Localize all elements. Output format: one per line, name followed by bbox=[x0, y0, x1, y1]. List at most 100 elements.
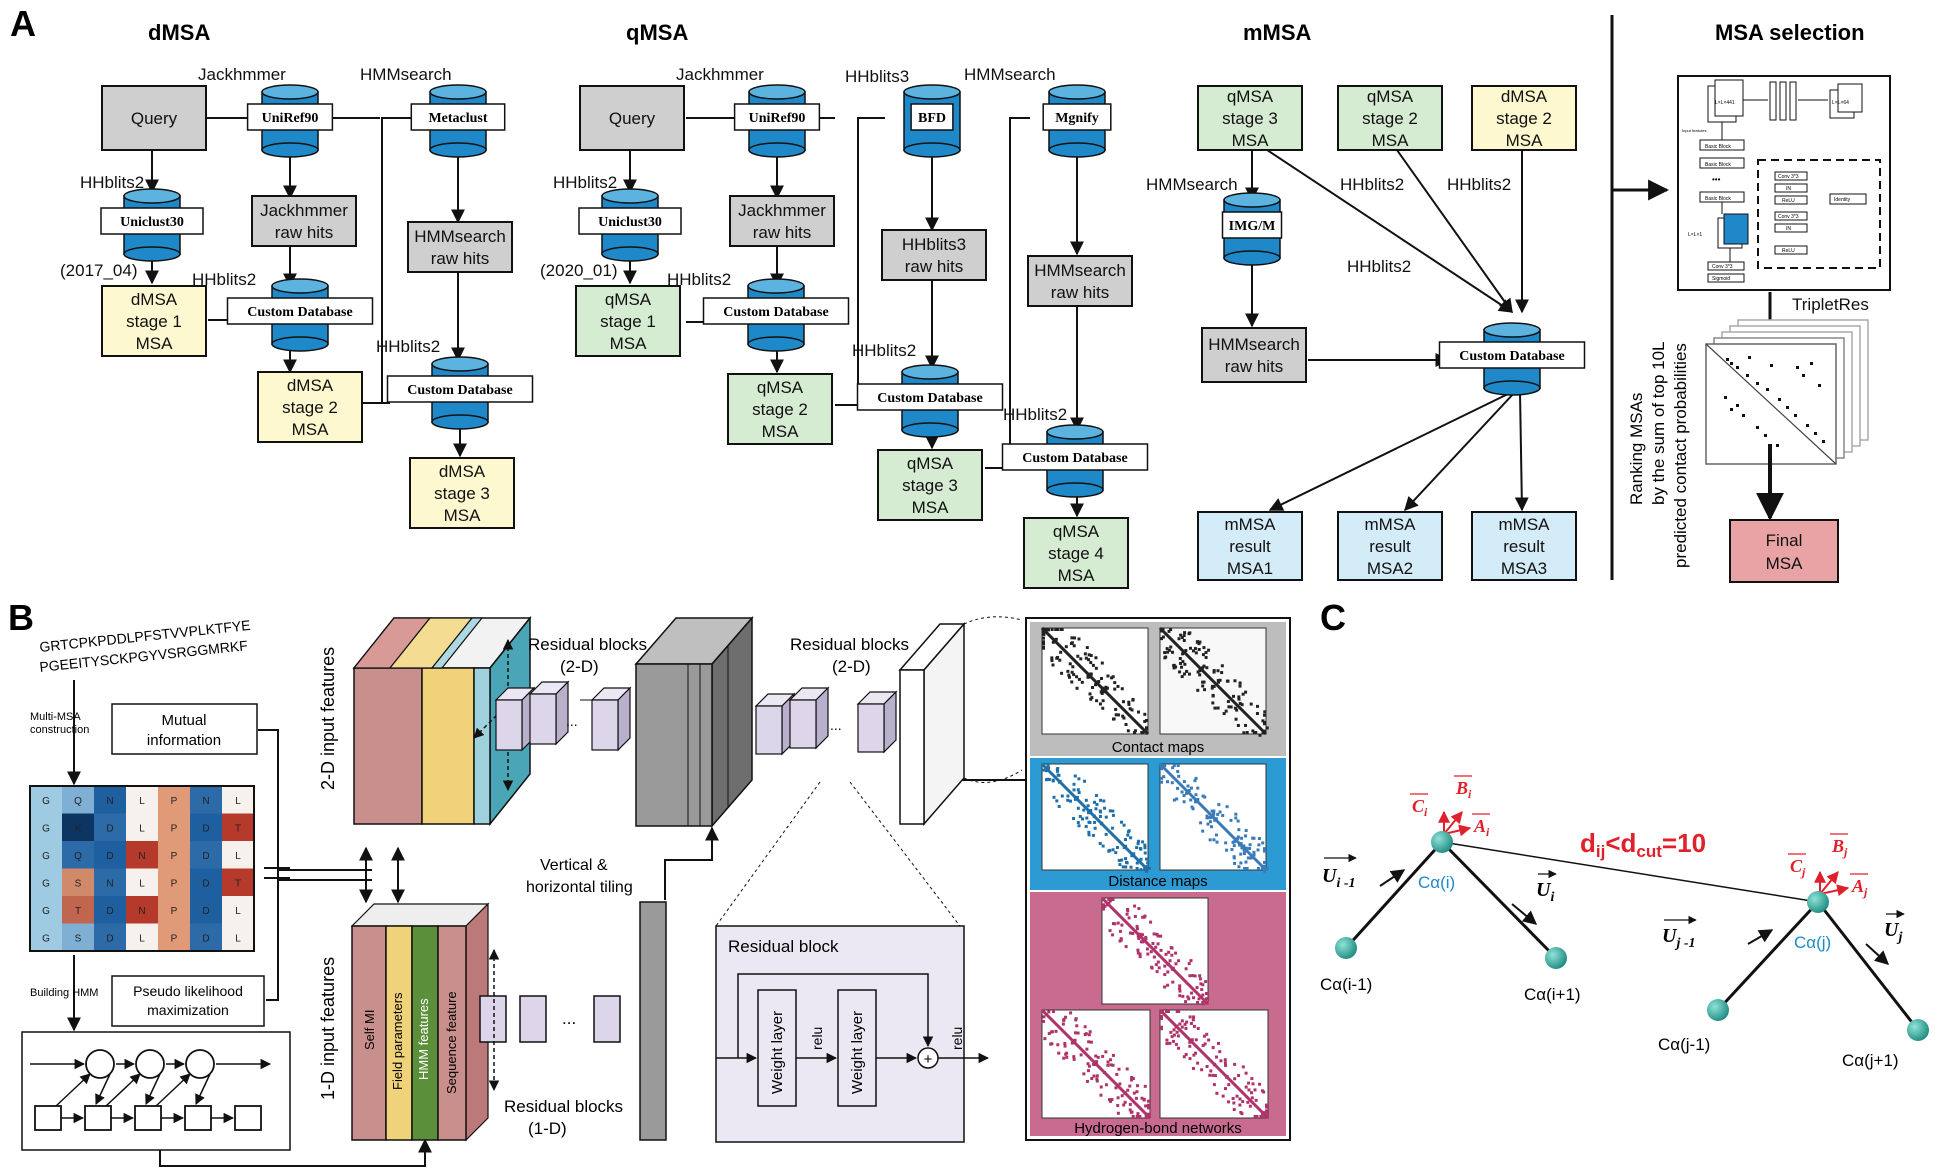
local-frame-vectors bbox=[1438, 810, 1850, 897]
mutual-info-box bbox=[111, 703, 258, 755]
query-label: Query bbox=[131, 109, 178, 128]
net-dots: ••• bbox=[1712, 175, 1721, 184]
residual-cube bbox=[528, 680, 570, 746]
feat-field-params: Field parameters bbox=[390, 992, 405, 1090]
resblock-relu-2: relu bbox=[949, 1027, 965, 1050]
resblock-title: Residual block bbox=[728, 937, 839, 956]
dmsa-stage1-line: MSA bbox=[136, 334, 174, 353]
hhblits2-label: HHblits2 bbox=[852, 341, 916, 360]
msa-cell-letter: L bbox=[139, 796, 145, 807]
contact-dot bbox=[1806, 424, 1809, 427]
ranking-label-2: by the sum of top 10L bbox=[1649, 342, 1668, 506]
msa-cell bbox=[222, 896, 254, 924]
hmm-match-state bbox=[184, 1105, 212, 1131]
msa-cell bbox=[94, 786, 126, 814]
distance-line bbox=[1441, 841, 1819, 903]
qmsa-stage3-line: MSA bbox=[912, 498, 950, 517]
hhblits2-label: HHblits2 bbox=[553, 173, 617, 192]
b-i-label: Bi bbox=[1455, 778, 1472, 801]
msa-cell-letter: D bbox=[202, 933, 209, 944]
msa-cell-letter: G bbox=[42, 933, 50, 944]
msa-cell bbox=[222, 786, 254, 814]
contact-dot bbox=[1736, 404, 1739, 407]
net-conv-label: Conv 3*3 bbox=[1778, 174, 1799, 180]
version-d-label: (2017_04) bbox=[60, 261, 138, 280]
msa-cell bbox=[30, 841, 62, 869]
qmsa-stage1-line: MSA bbox=[610, 334, 648, 353]
hmm-diagram bbox=[21, 1031, 291, 1151]
cj-plus-1-label: Cα(j+1) bbox=[1842, 1051, 1899, 1070]
qmsa-stage2-line: stage 2 bbox=[752, 400, 808, 419]
hmmsearch-raw-hits-line: HMMsearch bbox=[1034, 261, 1126, 280]
u-i: Ui bbox=[1536, 879, 1554, 905]
msa-cell bbox=[94, 841, 126, 869]
contact-dot bbox=[1766, 388, 1769, 391]
net-basic-block-label: Basic Block bbox=[1705, 196, 1731, 202]
contact-dot bbox=[1756, 382, 1759, 385]
msa-cell-letter: Q bbox=[74, 851, 82, 862]
msa-cell-letter: L bbox=[235, 851, 241, 862]
net-dashed-block bbox=[1757, 159, 1881, 269]
net-conv-label: Conv 3*3 bbox=[1712, 264, 1733, 270]
msa-cell bbox=[190, 868, 222, 896]
a-j-label: Aj bbox=[1851, 876, 1868, 899]
backbone-lines bbox=[1344, 840, 1920, 1031]
msa-cell-letter: Q bbox=[74, 796, 82, 807]
net-block bbox=[1769, 81, 1777, 121]
map-thumbnail bbox=[1158, 1008, 1270, 1120]
feat-hmm: HMM features bbox=[416, 998, 431, 1080]
tiled-feature-block bbox=[634, 615, 754, 829]
msa-cell bbox=[126, 786, 158, 814]
panel-c-label: C bbox=[1320, 597, 1346, 638]
mmsa-result3-line: result bbox=[1503, 537, 1545, 556]
c-j-label: Cj bbox=[1790, 856, 1806, 879]
map-thumbnail bbox=[1100, 896, 1210, 1006]
qmsa-stage3-input-line: qMSA bbox=[1227, 87, 1274, 106]
net-dims-2: L×L×64 bbox=[1832, 100, 1849, 106]
atom-ci bbox=[1431, 831, 1453, 853]
msa-cell-letter: T bbox=[235, 823, 241, 834]
uniclust30-db: Uniclust30 bbox=[100, 188, 204, 262]
multi-msa-line2: construction bbox=[30, 724, 89, 736]
ranking-label-3: predicted contact probabilities bbox=[1671, 343, 1690, 568]
atom-cj bbox=[1807, 891, 1829, 913]
ranking-label-1: Ranking MSAs bbox=[1627, 393, 1646, 505]
hmmsearch-raw-hits-line: HMMsearch bbox=[1208, 335, 1300, 354]
qmsa-stage2-line: MSA bbox=[762, 422, 800, 441]
msa-cell bbox=[222, 923, 254, 951]
dmsa-stage2-input-line: dMSA bbox=[1501, 87, 1548, 106]
msa-cell bbox=[62, 841, 94, 869]
c-i-label: Ci bbox=[1412, 796, 1428, 819]
custom-db-label: Custom Database bbox=[877, 391, 982, 406]
net-relu-label: ReLU bbox=[1782, 248, 1795, 254]
dmsa-stage3-line: dMSA bbox=[439, 462, 486, 481]
hhblits3-label: HHblits3 bbox=[845, 67, 909, 86]
msa-cell-letter: P bbox=[171, 906, 178, 917]
qmsa-stage3-line: qMSA bbox=[907, 454, 954, 473]
msa-cell bbox=[126, 813, 158, 841]
a-i-label: Ai bbox=[1473, 816, 1490, 839]
msa-cell-letter: L bbox=[139, 878, 145, 889]
msa-cell-letter: S bbox=[75, 878, 82, 889]
jackhmmer-label: Jackhmmer bbox=[198, 65, 286, 84]
final-msa-line2: MSA bbox=[1766, 554, 1804, 573]
residual-cube bbox=[494, 686, 536, 752]
hmmsearch-label: HMMsearch bbox=[360, 65, 452, 84]
hmmsearch-raw-hits-line: raw hits bbox=[1225, 357, 1284, 376]
input-2d-label: 2-D input features bbox=[318, 647, 338, 790]
query-box bbox=[101, 85, 207, 151]
hhblits3-raw-hits-line: HHblits3 bbox=[902, 235, 966, 254]
backbone-arrows bbox=[1379, 869, 1890, 965]
hmmsearch-raw-hits-line: HMMsearch bbox=[414, 227, 506, 246]
atom-spheres bbox=[1335, 831, 1929, 1041]
atom-ci-plus-1 bbox=[1545, 947, 1567, 969]
msa-cell-letter: G bbox=[42, 851, 50, 862]
tool-labels: Jackhmmer HMMsearch HHblits2 (2017_04) H… bbox=[60, 65, 1511, 424]
